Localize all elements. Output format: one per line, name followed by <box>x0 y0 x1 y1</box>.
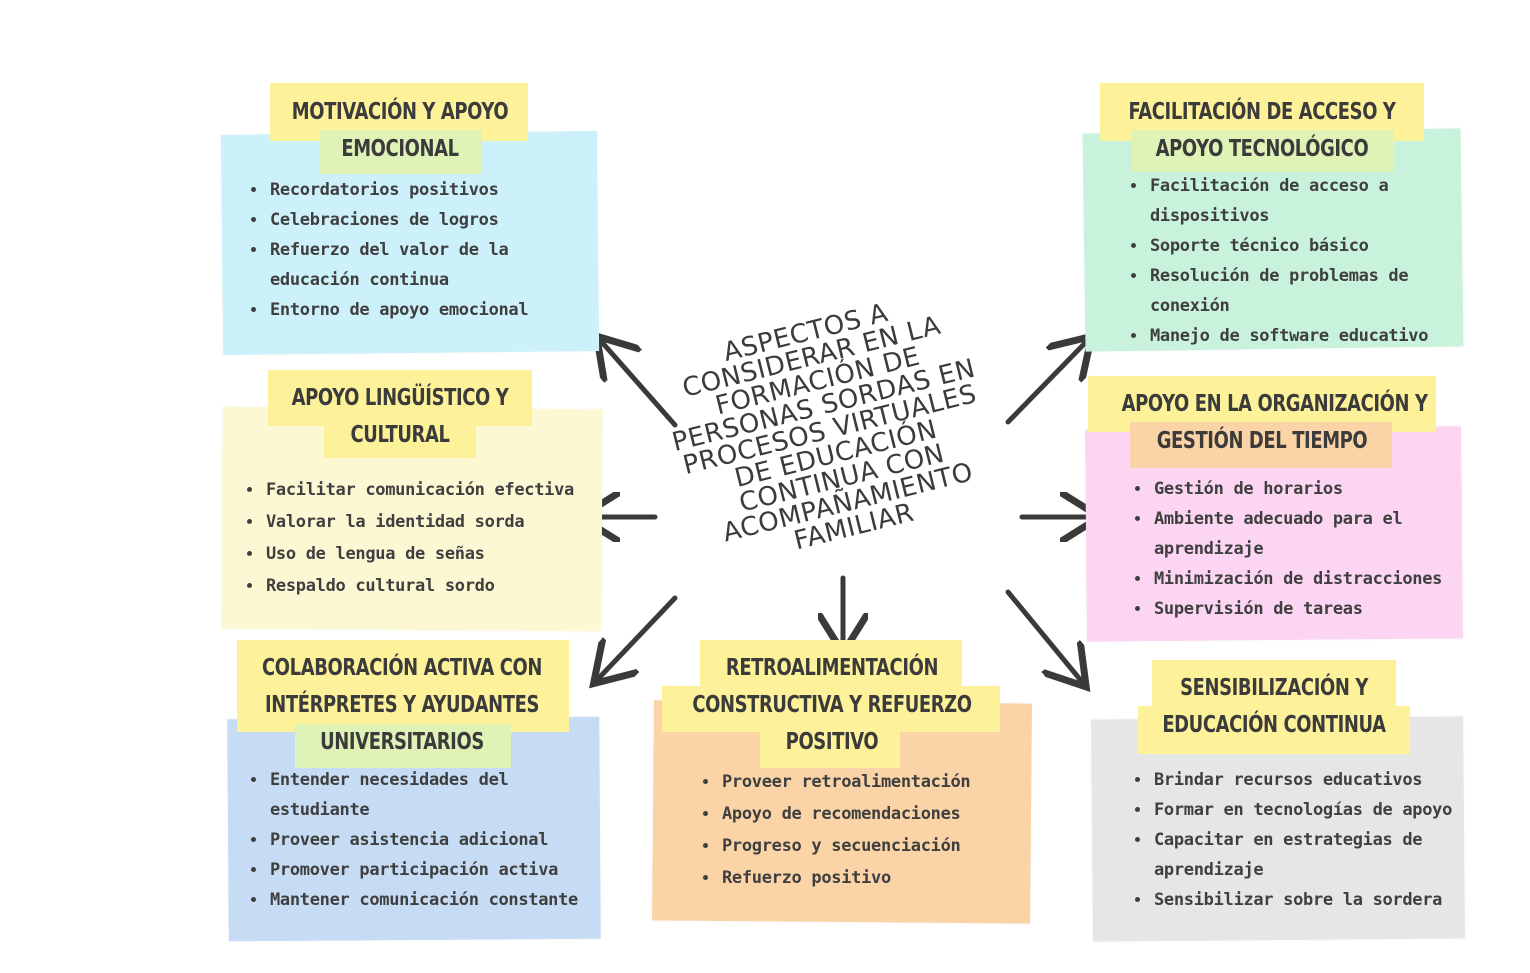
list-item: Entender necesidades del estudiante <box>268 765 520 825</box>
list-item: Brindar recursos educativos <box>1152 765 1482 795</box>
title-highlight <box>1132 130 1394 172</box>
list-item: Uso de lengua de señas <box>264 538 614 570</box>
box-title: FACILITACIÓN DE ACCESO Y APOYO TECNOLÓGI… <box>1128 99 1396 162</box>
list-item: Celebraciones de logros <box>268 205 608 235</box>
list-item: Facilitar comunicación efectiva <box>264 474 614 506</box>
list-item: Soporte técnico básico <box>1148 231 1468 261</box>
list-item: Manejo de software educativo <box>1148 321 1468 351</box>
list-item: Capacitar en estrategias de aprendizaje <box>1152 825 1434 885</box>
box-title: MOTIVACIÓN Y APOYO EMOCIONAL <box>291 99 509 162</box>
arrow-to-colaboracion <box>597 595 678 680</box>
list-item: Mantener comunicación constante <box>268 885 608 915</box>
list-item: Refuerzo positivo <box>720 862 1040 894</box>
item-list: Facilitar comunicación efectiva Valorar … <box>242 474 614 602</box>
list-item: Ambiente adecuado para el aprendizaje <box>1152 504 1414 564</box>
list-item: Apoyo de recomendaciones <box>720 798 1040 830</box>
list-item: Progreso y secuenciación <box>720 830 1040 862</box>
title-highlight <box>320 130 482 174</box>
list-item: Minimización de distracciones <box>1152 564 1472 594</box>
title-highlight <box>295 724 511 768</box>
title-highlight <box>237 640 569 732</box>
box-title: SENSIBILIZACIÓN Y EDUCACIÓN CONTINUA <box>1162 675 1386 738</box>
list-item: Resolución de problemas de conexión <box>1148 261 1430 321</box>
list-item: Promover participación activa <box>268 855 608 885</box>
box-title: APOYO LINGÜÍSTICO Y CULTURAL <box>291 385 509 448</box>
list-item: Refuerzo del valor de la educación conti… <box>268 235 530 295</box>
box-title: RETROALIMENTACIÓN CONSTRUCTIVA Y REFUERZ… <box>692 655 972 755</box>
list-item: Proveer asistencia adicional <box>268 825 608 855</box>
arrow-to-facilitacion <box>1005 340 1088 425</box>
list-item: Facilitación de acceso a dispositivos <box>1148 171 1390 231</box>
list-item: Supervisión de tareas <box>1152 594 1472 624</box>
list-item: Gestión de horarios <box>1152 474 1472 504</box>
item-list: Gestión de horarios Ambiente adecuado pa… <box>1130 474 1472 624</box>
box-title: APOYO EN LA ORGANIZACIÓN Y GESTIÓN DEL T… <box>1121 391 1428 454</box>
title-highlight <box>760 724 900 768</box>
title-highlight <box>700 640 962 688</box>
list-item: Recordatorios positivos <box>268 175 608 205</box>
list-item: Entorno de apoyo emocional <box>268 295 608 325</box>
arrow-to-motivacion <box>600 340 678 428</box>
list-item: Respaldo cultural sordo <box>264 570 614 602</box>
title-highlight <box>1138 706 1410 754</box>
title-highlight <box>324 416 476 458</box>
item-list: Proveer retroalimentación Apoyo de recom… <box>698 766 1040 894</box>
box-title: COLABORACIÓN ACTIVA CON INTÉRPRETES Y AY… <box>262 655 542 755</box>
list-item: Sensibilizar sobre la sordera <box>1152 885 1482 915</box>
item-list: Recordatorios positivos Celebraciones de… <box>246 175 608 325</box>
title-highlight <box>1130 422 1392 468</box>
list-item: Formar en tecnologías de apoyo <box>1152 795 1482 825</box>
item-list: Entender necesidades del estudiante Prov… <box>246 765 608 915</box>
item-list: Facilitación de acceso a dispositivos So… <box>1126 171 1468 351</box>
list-item: Proveer retroalimentación <box>720 766 1040 798</box>
item-list: Brindar recursos educativos Formar en te… <box>1130 765 1482 915</box>
list-item: Valorar la identidad sorda <box>264 506 614 538</box>
arrow-to-sensibilizacion <box>1005 589 1083 683</box>
